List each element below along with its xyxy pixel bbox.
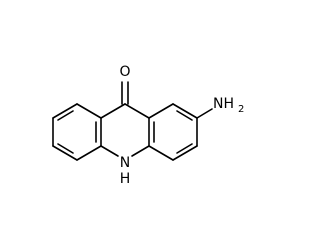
amine-label: NH xyxy=(213,96,234,112)
right-benzene-ring xyxy=(148,103,198,161)
ring-nitrogen-label: N xyxy=(120,155,130,171)
left-benzene-ring xyxy=(52,103,102,161)
ring-nitrogen-hydrogen-label: H xyxy=(120,171,131,187)
molecule-structure: O NH 2 N H xyxy=(52,64,244,187)
bond-c4a-n10 xyxy=(100,145,119,157)
oxygen-label: O xyxy=(119,64,130,80)
amine-subscript: 2 xyxy=(238,104,244,115)
carbonyl-bond xyxy=(121,81,129,105)
bond-c10a-n10 xyxy=(131,145,150,157)
bond-c2-nh2 xyxy=(196,108,213,119)
bond-c9-c8a xyxy=(124,103,150,119)
bond-c9-c9a xyxy=(100,103,126,119)
